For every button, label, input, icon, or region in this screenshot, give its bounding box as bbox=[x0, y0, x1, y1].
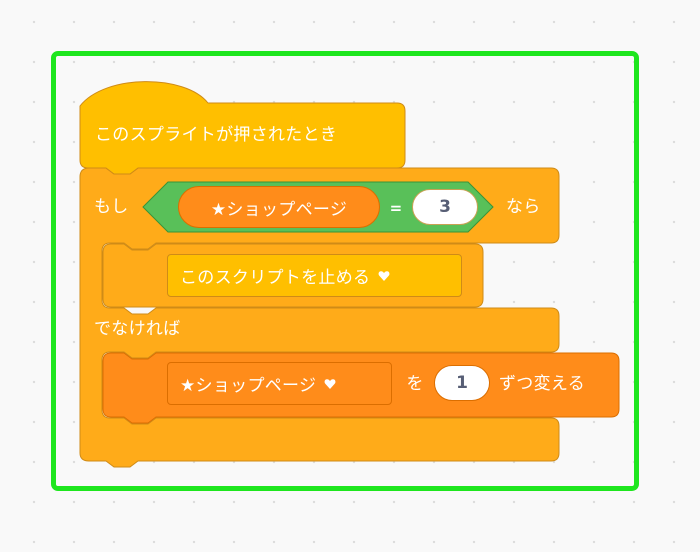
variable-dropdown-label: ★ショップページ bbox=[180, 376, 317, 396]
change-amount: 1 bbox=[456, 373, 468, 393]
then-label: なら bbox=[506, 197, 541, 217]
condition-value-input[interactable]: 3 bbox=[412, 189, 478, 225]
if-label: もし bbox=[94, 197, 129, 217]
hat-block-label: このスプライトが押されたとき bbox=[95, 125, 338, 145]
stop-option-dropdown[interactable]: このスクリプトを止める bbox=[167, 254, 462, 297]
variable-reporter-label: ★ショップページ bbox=[210, 199, 348, 220]
condition-value: 3 bbox=[439, 197, 451, 217]
else-label: でなければ bbox=[94, 319, 181, 339]
stop-option-label: このスクリプトを止める bbox=[180, 268, 371, 288]
variable-dropdown[interactable]: ★ショップページ bbox=[167, 362, 392, 405]
if-else-block-body[interactable] bbox=[79, 167, 560, 468]
change-amount-input[interactable]: 1 bbox=[434, 365, 490, 401]
dropdown-arrow-icon bbox=[378, 270, 390, 281]
shop-page-variable-reporter[interactable]: ★ショップページ bbox=[178, 186, 380, 228]
equals-sign: = bbox=[389, 199, 403, 217]
hat-block[interactable] bbox=[79, 81, 406, 175]
change-suffix-label: ずつ変える bbox=[499, 374, 585, 394]
change-particle-label: を bbox=[406, 374, 424, 394]
dropdown-arrow-icon bbox=[324, 378, 336, 389]
selection-highlight bbox=[51, 51, 639, 491]
